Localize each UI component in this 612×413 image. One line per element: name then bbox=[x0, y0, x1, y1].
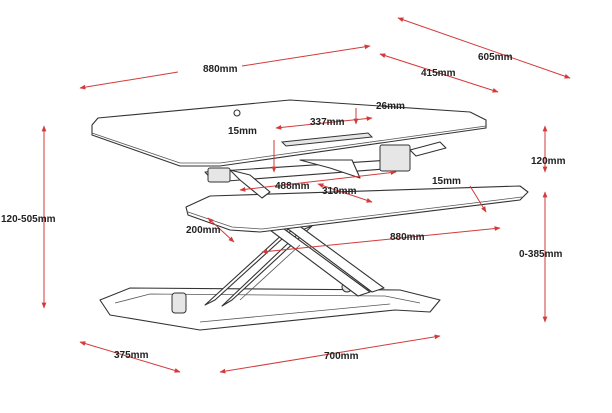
label-tray-depth: 200mm bbox=[186, 225, 221, 236]
dimension-labels: 880mm 415mm 605mm 337mm 26mm 15mm 488mm … bbox=[1, 52, 566, 362]
label-tray-range: 0-385mm bbox=[519, 249, 562, 260]
label-base-depth: 375mm bbox=[114, 350, 149, 361]
label-desk-depth: 415mm bbox=[421, 68, 456, 79]
label-tray-lip: 15mm bbox=[432, 176, 461, 187]
label-rail-depth: 310mm bbox=[322, 186, 357, 197]
desktop-surface bbox=[91, 99, 487, 167]
dimension-lines bbox=[41, 17, 571, 374]
label-overall-depth: 605mm bbox=[478, 52, 513, 63]
label-tray-width: 880mm bbox=[390, 232, 425, 243]
label-desk-width: 880mm bbox=[203, 64, 238, 75]
label-height-range: 120-505mm bbox=[1, 214, 56, 225]
label-slot-length: 337mm bbox=[310, 117, 345, 128]
label-rail-length: 488mm bbox=[275, 181, 310, 192]
label-tray-gap: 120mm bbox=[531, 156, 566, 167]
label-slot-width: 26mm bbox=[376, 101, 405, 112]
label-lip-height: 15mm bbox=[228, 126, 257, 137]
base-frame bbox=[99, 281, 441, 331]
label-base-width: 700mm bbox=[324, 351, 359, 362]
keyboard-tray bbox=[185, 185, 529, 233]
